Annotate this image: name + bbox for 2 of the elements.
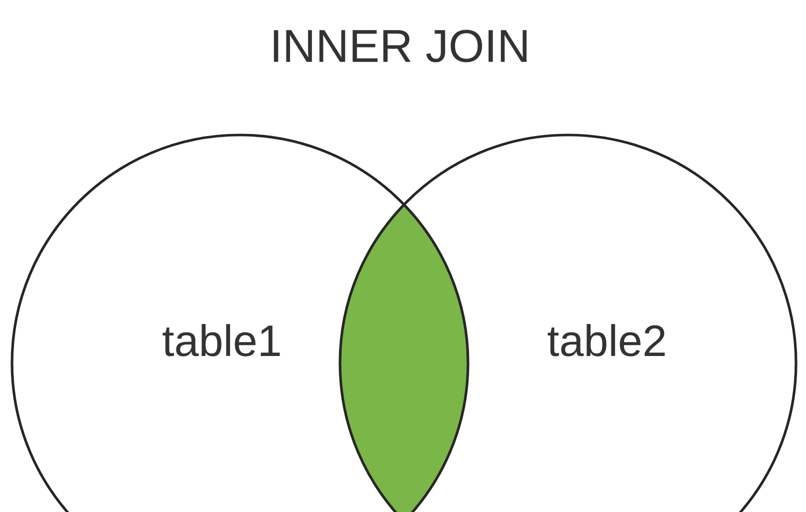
intersection-lens [340, 204, 468, 512]
title: INNER JOIN [274, 30, 527, 62]
